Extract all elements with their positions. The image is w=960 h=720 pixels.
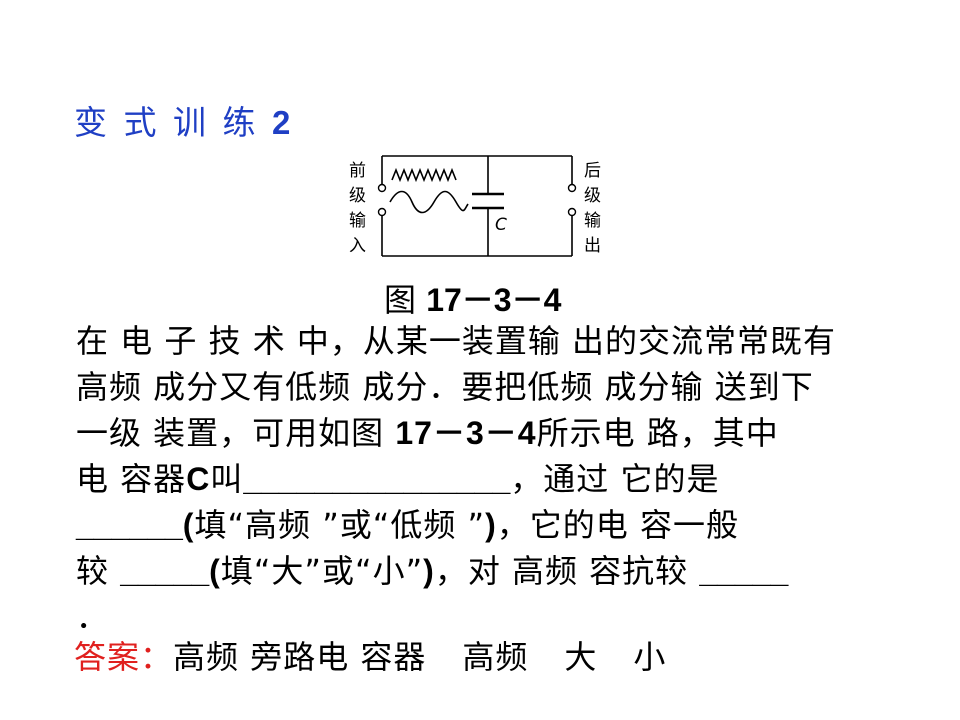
heading-text: 变 式 训 练: [74, 103, 272, 142]
question-line-7: ．: [76, 598, 110, 636]
answer-3: 大: [564, 638, 598, 676]
input-terminal-top: [377, 183, 387, 193]
q5-close-paren: ): [485, 507, 497, 543]
blank-4: _____: [699, 553, 789, 589]
answer-line: 答案：高频 旁路电 容器高频大小: [74, 632, 666, 678]
capacitor-label: C: [495, 215, 507, 235]
q6-text-a: 较: [76, 552, 121, 590]
question-line-1: 在 电 子 技 术 中，从某一装置输 出的交流常常既有: [76, 322, 837, 360]
output-terminal-bottom: [567, 207, 577, 217]
question-line-3: 一级 装置，可用如图 17－3－4所示电 路，其中: [76, 410, 896, 456]
q5-rest: ，它的电 容一般: [496, 506, 739, 544]
question-text: 在 电 子 技 术 中，从某一装置输 出的交流常常既有 高频 成分又有低频 成分…: [76, 318, 896, 640]
right-label-4: 出: [584, 236, 601, 256]
left-label-4: 入: [349, 236, 366, 256]
q4-text-c: ，通过 它的是: [510, 460, 720, 498]
exercise-heading: 变 式 训 练 2: [74, 96, 290, 144]
answer-label: 答案：: [74, 638, 174, 676]
right-label-2: 级: [584, 186, 601, 206]
q4-capacitor-symbol: C: [186, 461, 211, 497]
question-line-5: ______(填“高频 ”或“低频 ”)，它的电 容一般: [76, 502, 896, 548]
blank-2: ______: [76, 507, 183, 543]
caption-prefix: 图: [384, 281, 427, 319]
q5-hint: 填“高频 ”或“低频 ”: [194, 506, 486, 544]
right-label-3: 输: [584, 211, 601, 231]
figure-caption: 图 17－3－4: [384, 275, 561, 321]
question-line-4: 电 容器C叫_______________，通过 它的是: [76, 456, 896, 502]
answer-2: 高频: [462, 638, 529, 676]
right-label-1: 后: [584, 161, 601, 181]
circuit-diagram: 前 级 输 入 后 级 输 出 C: [349, 155, 601, 257]
q5-open-paren: (: [182, 507, 195, 543]
q6-hint: 填“大”或“小”: [220, 552, 424, 590]
left-label-3: 输: [349, 211, 366, 231]
q4-text-a: 电 容器: [76, 460, 187, 498]
blank-3: _____: [120, 553, 210, 589]
q6-close-paren: ): [423, 553, 435, 589]
q4-text-b: 叫: [210, 460, 244, 498]
blank-1: _______________: [243, 461, 511, 497]
question-line-2: 高频 成分又有低频 成分．要把低频 成分输 送到下: [76, 368, 814, 406]
q6-rest: ，对 高频 容抗较: [434, 552, 700, 590]
caption-number: 17－3－4: [426, 282, 562, 318]
answer-1: 高频 旁路电 容器: [173, 638, 427, 676]
q6-open-paren: (: [209, 553, 221, 589]
q3-figure-ref: 17－3－4: [395, 415, 537, 451]
question-line-6: 较 _____(填“大”或“小”)，对 高频 容抗较 _____: [76, 548, 896, 594]
left-label-1: 前: [349, 161, 366, 181]
answer-4: 小: [633, 638, 667, 676]
input-terminal-bottom: [377, 207, 387, 217]
heading-number: 2: [271, 104, 291, 141]
q3-text-b: 所示电 路，其中: [536, 414, 779, 452]
q3-text-a: 一级 装置，可用如图: [76, 414, 396, 452]
output-terminal-top: [567, 183, 577, 193]
left-label-2: 级: [349, 186, 366, 206]
